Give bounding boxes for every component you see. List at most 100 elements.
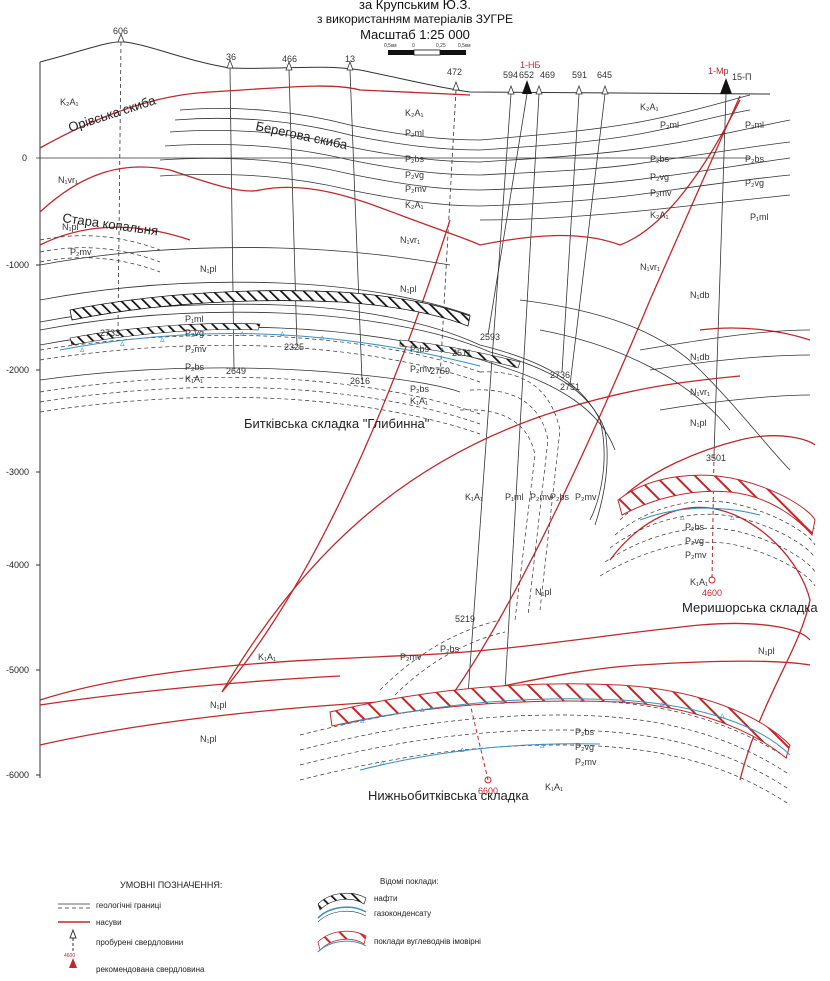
strata-label: P₂mv bbox=[405, 184, 427, 194]
strata-label: K₂A₁ bbox=[640, 102, 659, 112]
strata-label: N₁pl bbox=[200, 734, 217, 744]
strata-label: K₁A₁ bbox=[465, 492, 483, 502]
rec-well-bottom bbox=[484, 776, 492, 784]
y-tick-label: -1000 bbox=[6, 260, 29, 270]
strata-label: P₂mv bbox=[410, 364, 432, 374]
legend-item-label: пробурені свердловини bbox=[96, 938, 183, 947]
depth-label: 2649 bbox=[226, 366, 246, 376]
strata-label: K₁A₁ bbox=[690, 577, 708, 587]
svg-text:▵: ▵ bbox=[280, 328, 285, 338]
strata-label: P₂mv bbox=[685, 550, 707, 560]
strata-label: P₂ml bbox=[745, 120, 764, 130]
strata-label: K₁A₁ bbox=[545, 782, 563, 792]
well-label: 466 bbox=[282, 54, 297, 64]
strata-label: P₂vg bbox=[650, 172, 669, 182]
map-source-line: з використанням матеріалів ЗУГРЕ bbox=[316, 12, 514, 26]
strata-label: K₁A₁ bbox=[258, 652, 276, 662]
y-axis: 0 -1000 -2000 -3000 -4000 -5000 -6000 bbox=[6, 62, 750, 780]
well-label: 472 bbox=[447, 67, 462, 77]
surface-line bbox=[39, 41, 771, 95]
well-label: 652 bbox=[519, 70, 534, 80]
y-tick-label: -6000 bbox=[6, 770, 29, 780]
well-1nb-marker bbox=[522, 80, 532, 94]
strata-label: P₂ml bbox=[660, 120, 679, 130]
strata-label: P₂mv bbox=[575, 757, 597, 767]
well-depth-labels: 2733 2325 2649 2616 2759 2593 2511 2736 … bbox=[100, 328, 726, 796]
strata-label: P₂bs bbox=[440, 644, 460, 654]
label-bytkiv: Битківська складка "Глибинна" bbox=[244, 416, 430, 431]
well-label: 15-П bbox=[732, 72, 751, 82]
svg-text:▵: ▵ bbox=[440, 344, 445, 354]
strata-label: N₁db bbox=[690, 290, 710, 300]
strata-label: P₂vg bbox=[685, 536, 704, 546]
scalebar-tick: 0 bbox=[412, 43, 415, 49]
oil-deposit-band-2 bbox=[69, 323, 261, 346]
y-tick-label: -4000 bbox=[6, 560, 29, 570]
strata-label: N₁vr₁ bbox=[690, 387, 710, 397]
strata-label: P₂vg bbox=[575, 742, 594, 752]
strata-label: P₂bs bbox=[575, 727, 595, 737]
strata-label: P₂mv bbox=[400, 652, 422, 662]
strata-label: N₁pl bbox=[210, 700, 227, 710]
strata-label: N₁vr₁ bbox=[400, 235, 420, 245]
legend-known-label: газоконденсату bbox=[374, 909, 431, 918]
scalebar-tick: 0,5км bbox=[458, 43, 471, 49]
legend-geological-boundaries: геологічні границі bbox=[58, 901, 161, 910]
well-label: 36 bbox=[226, 52, 236, 62]
svg-text:▵: ▵ bbox=[730, 512, 735, 522]
surface-wells bbox=[117, 32, 609, 95]
probable-deposit-nyzhnobytkiv bbox=[329, 683, 791, 759]
depth-label: 2759 bbox=[430, 366, 450, 376]
svg-text:▵: ▵ bbox=[660, 698, 665, 708]
legend-item-label: геологічні границі bbox=[96, 901, 161, 910]
strata-label: P₂bs bbox=[405, 154, 425, 164]
depth-label: 5219 bbox=[455, 614, 475, 624]
label-merysh: Меришорська складка bbox=[682, 600, 818, 615]
legend-known-title: Відомі поклади: bbox=[380, 877, 439, 886]
y-tick-label: -5000 bbox=[6, 665, 29, 675]
legend-gas: газоконденсату bbox=[317, 906, 431, 923]
scalebar-tick: 0,5км bbox=[384, 43, 397, 49]
strata-label: P₂vg bbox=[745, 178, 764, 188]
well-labels-top: 606 36 466 13 472 594 1-НБ 652 469 591 6… bbox=[113, 26, 751, 82]
well-1mr-marker bbox=[720, 78, 732, 94]
legend-title: УМОВНІ ПОЗНАЧЕННЯ: bbox=[120, 880, 222, 890]
strata-label: N₁pl bbox=[200, 264, 217, 274]
legend-thrusts: насуви bbox=[58, 918, 122, 927]
y-tick-label: -2000 bbox=[6, 365, 29, 375]
map-scale-line: Масштаб 1:25 000 bbox=[360, 27, 470, 42]
strata-label: N₁pl bbox=[758, 646, 775, 656]
svg-text:▵: ▵ bbox=[380, 757, 385, 767]
depth-label: 3501 bbox=[706, 453, 726, 463]
strata-label: P₂bs bbox=[685, 522, 705, 532]
depth-label: 2751 bbox=[560, 382, 580, 392]
depth-label: 2325 bbox=[284, 342, 304, 352]
well-label: 1-Мр bbox=[708, 66, 729, 76]
strata-label: P₂bs bbox=[410, 344, 430, 354]
strata-label: P₁ml bbox=[750, 212, 769, 222]
depth-label: 2511 bbox=[452, 348, 471, 358]
strata-label: P₂bs bbox=[745, 154, 765, 164]
strata-label: P₂bs bbox=[410, 384, 430, 394]
strata-label: K₂A₁ bbox=[60, 97, 79, 107]
strata-label: P₂mv bbox=[530, 492, 552, 502]
strata-label: N₁db bbox=[690, 352, 710, 362]
strata-label: N₁pl bbox=[62, 222, 79, 232]
svg-text:▵: ▵ bbox=[360, 715, 365, 725]
scalebar-tick: 0,25 bbox=[436, 43, 446, 49]
strata-label: P₂mv bbox=[185, 344, 207, 354]
svg-text:▵: ▵ bbox=[540, 740, 545, 750]
oil-deposit-band bbox=[69, 290, 471, 327]
strata-label: K₁A₁ bbox=[185, 374, 203, 384]
strata-label: P₂mv bbox=[650, 188, 672, 198]
well-label: 591 bbox=[572, 70, 587, 80]
thrust-faults bbox=[39, 85, 816, 781]
strata-label: P₁ml bbox=[185, 314, 204, 324]
svg-text:▵: ▵ bbox=[580, 694, 585, 704]
legend: УМОВНІ ПОЗНАЧЕННЯ: геологічні границі на… bbox=[58, 877, 481, 974]
legend-drilled-wells: пробурені свердловини bbox=[69, 928, 183, 952]
label-berehova: Берегова скиба bbox=[254, 118, 349, 152]
well-label: 1-НБ bbox=[520, 60, 541, 70]
legend-probable-label: поклади вуглеводнів імовірні bbox=[374, 937, 481, 946]
